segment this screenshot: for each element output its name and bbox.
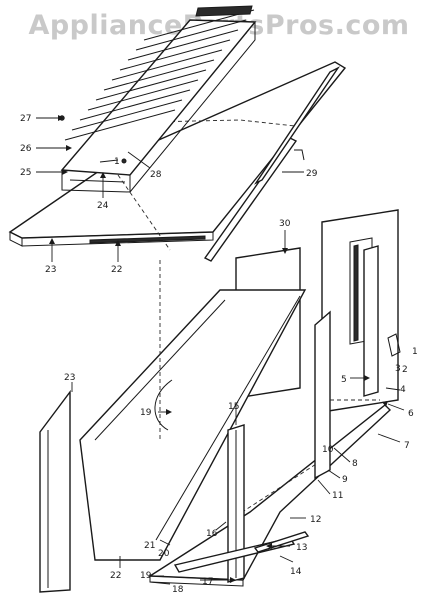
callout-17: 17: [202, 577, 213, 587]
callout-14: 14: [290, 567, 302, 577]
callout-24: 22: [111, 265, 122, 275]
callout-31: 29: [306, 169, 318, 179]
right-side-panel: [321, 209, 401, 413]
leader-arrowheads: [49, 115, 388, 583]
callout-30: 28: [150, 170, 162, 180]
callout-20: 20: [158, 549, 170, 559]
grate-end-block: [195, 5, 253, 17]
leader-lines: [36, 117, 405, 585]
screw-1: [121, 158, 127, 164]
callout-13: 13: [296, 543, 307, 553]
center-support: [314, 310, 331, 480]
hinge-channel: [353, 244, 359, 342]
callout-26: 24: [97, 201, 109, 211]
callout-19: 19: [140, 408, 152, 418]
callout-18: 18: [172, 585, 184, 595]
callout-1-top: 1: [114, 157, 120, 167]
callout-32: 30: [279, 219, 291, 229]
callout-9: 9: [342, 475, 348, 485]
callout-21: 21: [144, 541, 155, 551]
callout-12: 12: [310, 515, 321, 525]
callout-16: 16: [206, 529, 218, 539]
callout-28: 26: [20, 144, 32, 154]
callout-7: 7: [404, 441, 410, 451]
side-trim-rails: [203, 66, 341, 262]
callout-29: 27: [20, 114, 31, 124]
callout-27: 25: [20, 168, 31, 178]
callout-4: 4: [400, 385, 406, 395]
callout-19-bottom: 19: [140, 571, 152, 581]
callout-6: 6: [408, 409, 414, 419]
callout-2: 2: [402, 365, 408, 375]
glass-panel: [79, 289, 307, 561]
right-post: [363, 245, 379, 397]
callout-5: 5: [341, 375, 347, 385]
callout-25: 23: [45, 265, 56, 275]
callout-23: 23: [64, 373, 75, 383]
callout-3: 3: [395, 364, 401, 374]
callout-1: 1: [412, 347, 418, 357]
callout-11: 11: [332, 491, 343, 501]
grate-bars: [64, 5, 255, 141]
left-side-panel: [39, 389, 71, 593]
callout-labels: 27 26 25 1 24 28 29 23 22 30 1 2 3 4 5 6…: [20, 114, 418, 595]
callout-8: 8: [352, 459, 358, 469]
callout-22: 22: [110, 571, 121, 581]
callout-10: 10: [322, 445, 334, 455]
callout-15: 15: [228, 402, 239, 412]
front-trim-strip: [89, 235, 206, 244]
